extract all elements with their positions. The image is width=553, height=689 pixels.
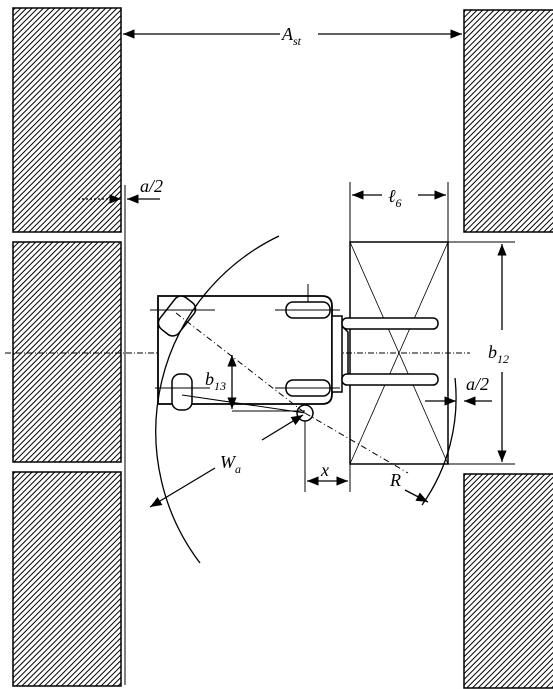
load-width-dimension: b12	[448, 241, 515, 465]
load-width-subscript: 12	[497, 352, 509, 366]
aisle-width-dimension: Ast	[122, 24, 462, 48]
rack-left-top	[12, 7, 122, 233]
turning-radius-label: R	[389, 470, 401, 490]
rack-right-top	[463, 9, 553, 233]
svg-text:Ast: Ast	[281, 24, 302, 48]
wheelbase-radius-label: W	[220, 452, 237, 472]
rack-right-bottom	[463, 473, 553, 689]
wheelbase-radius-dimension: Wa	[149, 414, 304, 508]
aisle-width-subscript: st	[293, 34, 302, 48]
wheel-offset-dimension: b13	[205, 355, 305, 412]
load-length-subscript: 6	[396, 196, 402, 210]
svg-text:Wa: Wa	[220, 452, 241, 476]
wheel-offset-subscript: 13	[214, 379, 226, 393]
svg-text:b13: b13	[205, 369, 226, 393]
rack-left-middle	[12, 241, 122, 463]
clearance-left-dimension: a/2	[78, 176, 163, 685]
wheel-offset-label: b	[205, 369, 214, 389]
forklift-truck	[150, 284, 439, 422]
turning-radius-dimension: R	[389, 470, 429, 503]
clearance-right-label: a/2	[466, 374, 489, 394]
rack-left-bottom	[12, 471, 122, 687]
load-width-label: b	[488, 342, 497, 362]
aisle-width-label: A	[281, 24, 294, 44]
turning-geometry	[155, 235, 457, 564]
wheelbase-radius-subscript: a	[235, 462, 241, 476]
load-length-dimension: ℓ6	[349, 182, 449, 242]
load-distance-label: x	[320, 460, 329, 480]
svg-text:b12: b12	[488, 342, 509, 366]
load-distance-dimension: x	[304, 421, 351, 492]
load-length-label: ℓ	[388, 186, 396, 206]
clearance-left-label: a/2	[140, 176, 163, 196]
svg-text:ℓ6: ℓ6	[388, 186, 402, 210]
clearance-right-dimension: a/2	[425, 374, 492, 406]
